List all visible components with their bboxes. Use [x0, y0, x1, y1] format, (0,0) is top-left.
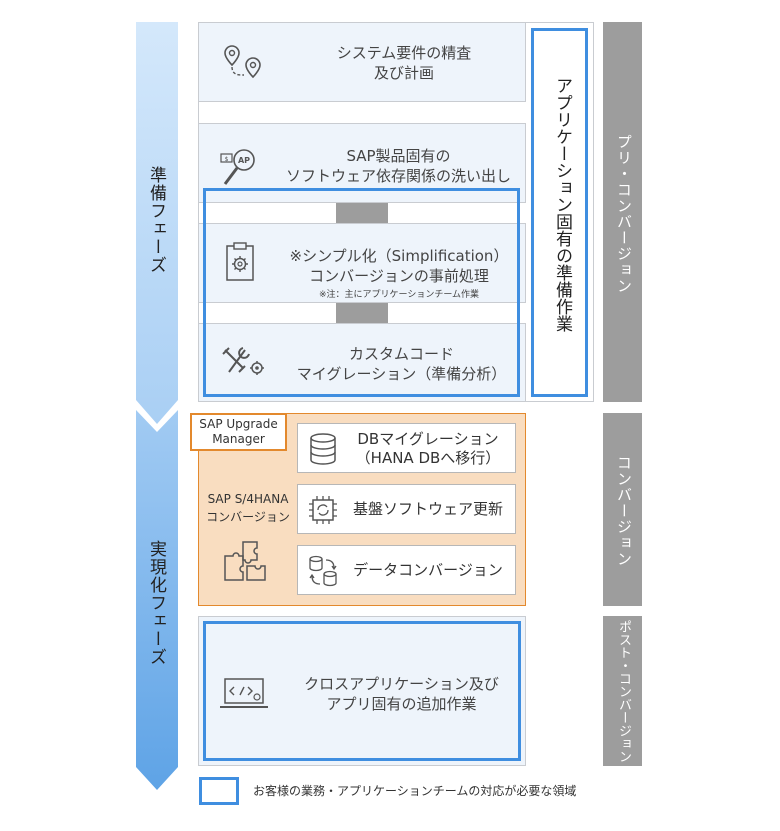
sum-line1: SAP Upgrade: [199, 417, 278, 431]
api-magnifier-icon: $ AP: [220, 149, 255, 185]
step-dependencies-line2: ソフトウェア依存関係の洗い出し: [285, 167, 511, 185]
db-migration-box: DBマイグレーション （HANA DBへ移行）: [297, 423, 516, 473]
realize-phase-arrow: [136, 410, 178, 790]
step-requirements-line2: 及び計画: [373, 64, 434, 82]
tools-gear-icon: [222, 347, 264, 375]
prep-phase-arrow: [136, 22, 178, 424]
post-conversion-label: ポスト・コンバージョン: [616, 620, 631, 763]
data-conversion-label: データコンバージョン: [353, 561, 503, 579]
step-simplification-line2: コンバージョンの事前処理: [309, 267, 489, 285]
svg-text:$: $: [225, 156, 229, 163]
step-simplification-box: ※シンプル化（Simplification） コンバージョンの事前処理 ※注：主…: [198, 223, 526, 303]
step-simplification-line1: ※シンプル化（Simplification）: [289, 247, 509, 265]
connector-1: [336, 203, 388, 223]
database-icon: [310, 433, 336, 465]
sum-line2: Manager: [212, 432, 265, 446]
conversion-label: コンバージョン: [615, 455, 633, 567]
pre-conversion-bar: プリ・コンバージョン: [603, 22, 642, 402]
infra-update-label: 基盤ソフトウェア更新: [352, 500, 503, 518]
prep-phase-label: 準備フェーズ: [146, 166, 166, 274]
realize-phase-label: 実現化フェーズ: [146, 540, 166, 666]
chip-refresh-icon: [309, 496, 337, 524]
phase-arrows: [136, 22, 178, 790]
connector-2: [336, 303, 388, 323]
step-custom-code-line2: マイグレーション（準備分析）: [296, 365, 507, 383]
step-custom-code-box: カスタムコード マイグレーション（準備分析）: [198, 323, 526, 402]
customer-area-frame-post: [203, 621, 521, 761]
post-conversion-line2: アプリ固有の追加作業: [326, 695, 477, 713]
puzzle-icon: [224, 541, 266, 581]
app-specific-prep-frame: アプリケーション固有の準備作業: [531, 28, 588, 397]
laptop-code-icon: [220, 678, 268, 708]
conversion-bar: コンバージョン: [603, 413, 642, 606]
db-migration-line1: DBマイグレーション: [357, 430, 499, 448]
legend-text: お客様の業務・アプリケーションチームの対応が必要な領域: [253, 784, 577, 798]
customer-area-frame-prep: [203, 188, 520, 397]
post-conversion-bar: ポスト・コンバージョン: [603, 616, 642, 766]
post-conversion-box: クロスアプリケーション及び アプリ固有の追加作業: [198, 616, 526, 766]
s4hana-label-line2: コンバージョン: [206, 510, 290, 524]
data-conversion-box: データコンバージョン: [297, 545, 516, 595]
infra-update-box: 基盤ソフトウェア更新: [297, 484, 516, 534]
step-dependencies-line1: SAP製品固有の: [346, 147, 451, 165]
step-custom-code-line1: カスタムコード: [348, 345, 454, 363]
svg-text:AP: AP: [238, 156, 250, 165]
pre-conversion-label: プリ・コンバージョン: [615, 134, 633, 294]
app-specific-prep-label: アプリケーション固有の準備作業: [552, 77, 572, 332]
map-pin-route-icon: [224, 45, 261, 79]
sap-upgrade-manager-badge: SAP Upgrade Manager: [190, 413, 287, 451]
legend-swatch: [199, 777, 239, 805]
db-migration-line2: （HANA DBへ移行）: [355, 449, 501, 467]
s4hana-label-line1: SAP S/4HANA: [207, 492, 289, 506]
step-requirements-box: システム要件の精査 及び計画: [198, 22, 526, 102]
step-requirements-line1: システム要件の精査: [336, 44, 472, 62]
post-conversion-line1: クロスアプリケーション及び: [304, 675, 499, 693]
clipboard-gear-icon: [226, 242, 254, 281]
data-convert-icon: [309, 555, 337, 587]
step-simplification-note: ※注：主にアプリケーションチーム作業: [318, 290, 480, 300]
